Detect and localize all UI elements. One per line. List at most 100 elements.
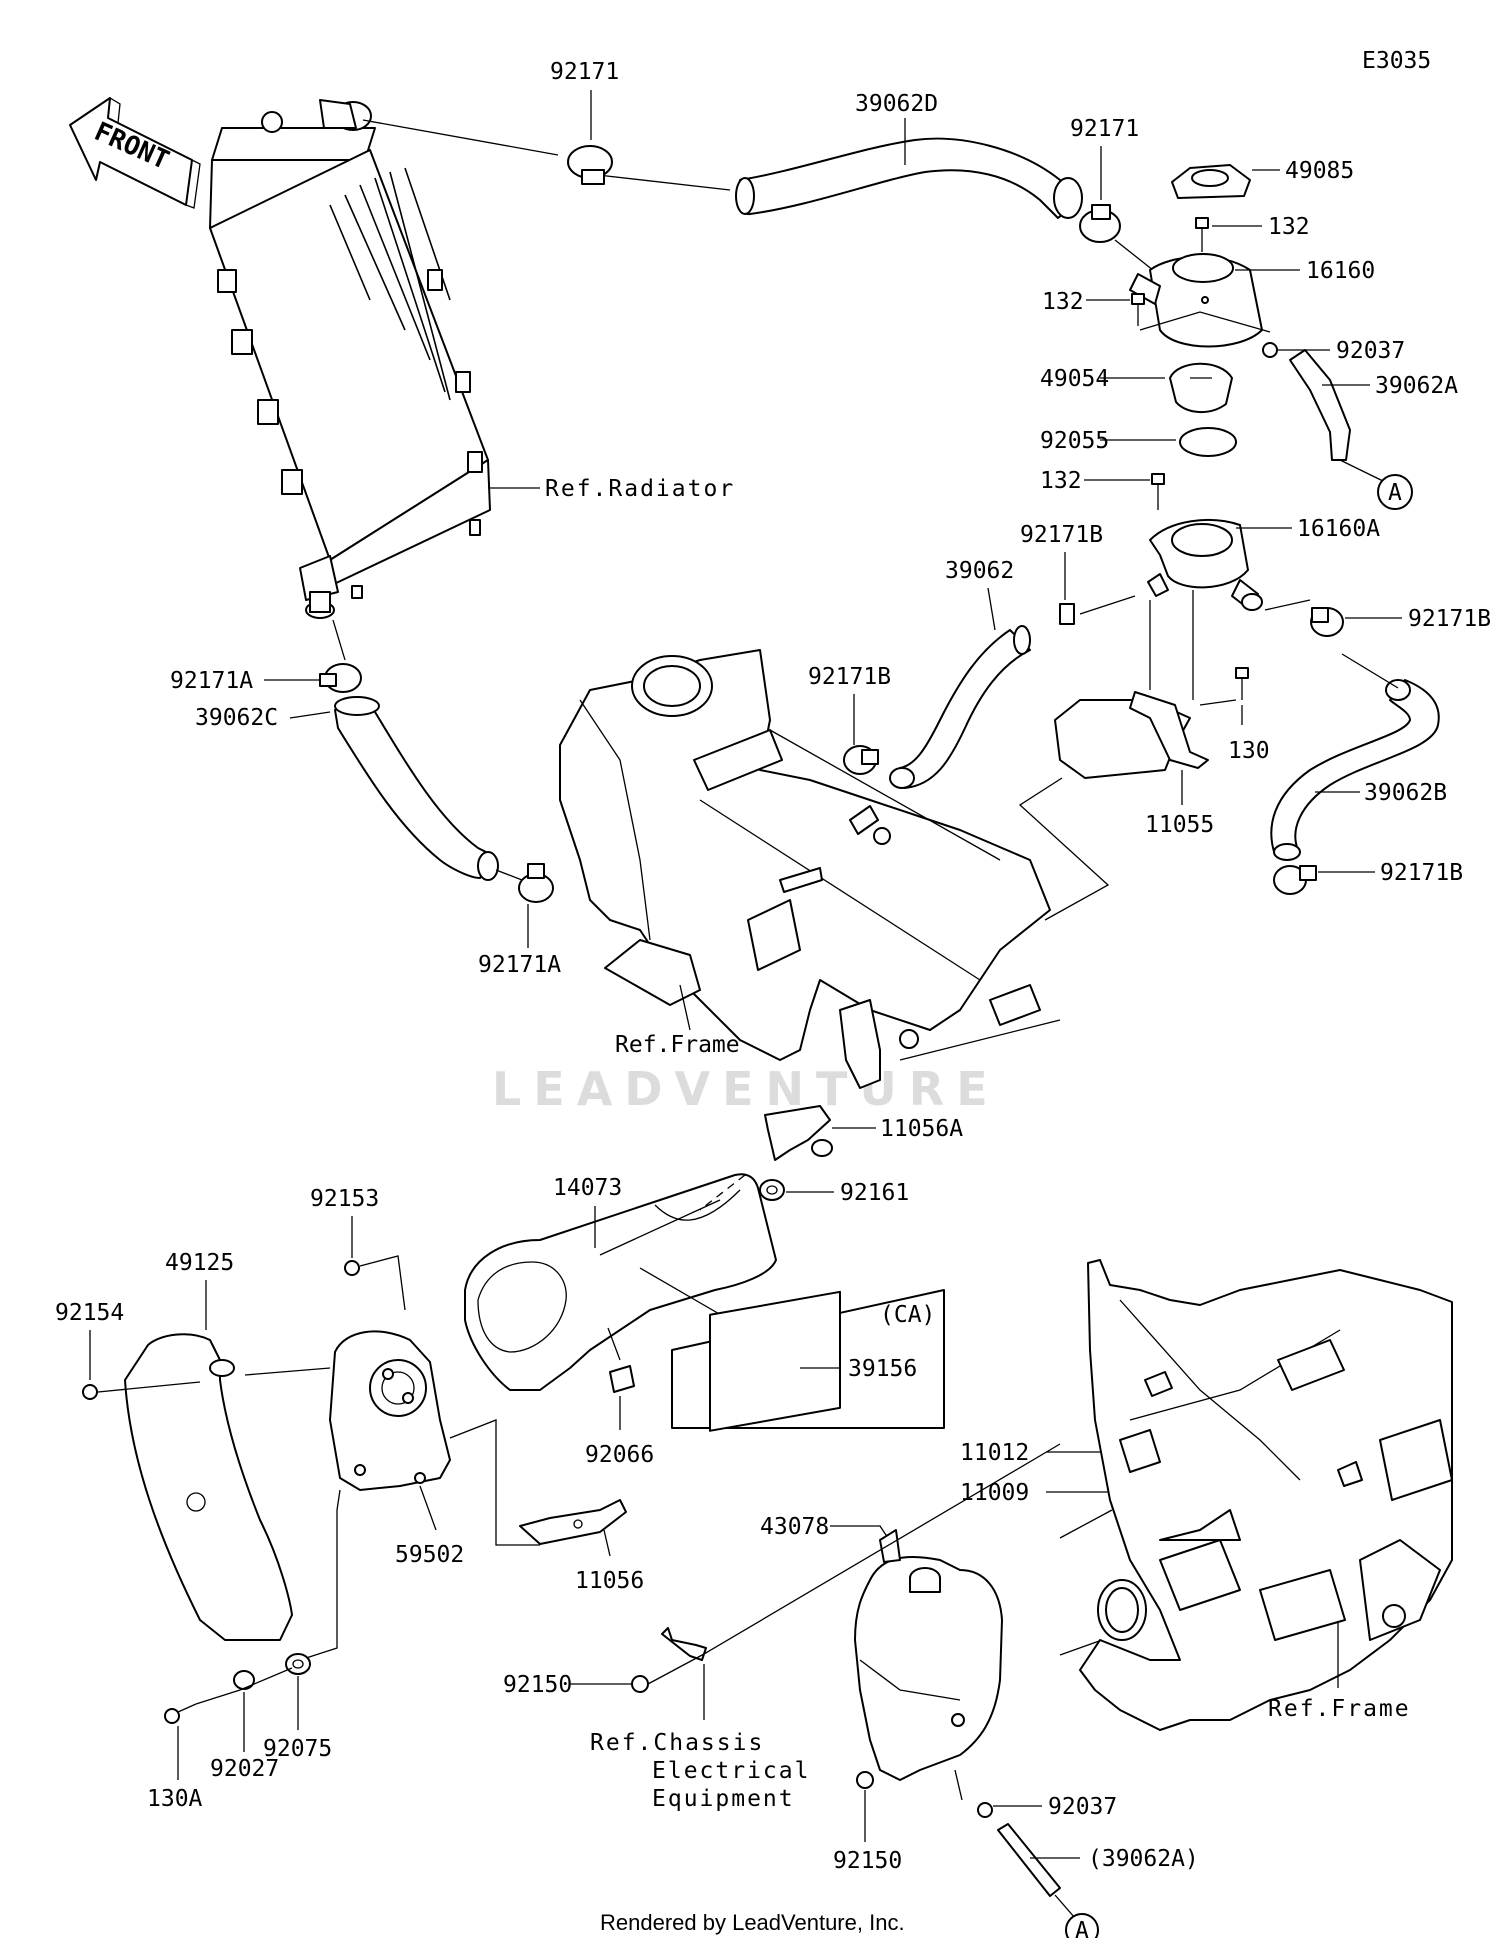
- callout-A-top: A: [1388, 480, 1402, 506]
- callout-39062: 39062: [945, 558, 1014, 584]
- hose-clamp-92171B-b: [843, 745, 879, 775]
- hose-clamp-92171-top: [567, 145, 613, 185]
- callout-92171B-b: 92171B: [808, 664, 891, 690]
- callout-132-b: 132: [1042, 289, 1084, 315]
- callout-43078: 43078: [760, 1514, 829, 1540]
- bolt-132-a: [1195, 217, 1209, 252]
- hose-clamp-92171B-c: [1310, 607, 1344, 637]
- screw-92150-b: [856, 1771, 874, 1789]
- bolt-130A: [164, 1703, 197, 1724]
- screw-92154: [82, 1384, 98, 1400]
- callout-132-c: 132: [1040, 468, 1082, 494]
- bolt-132-b: [1131, 293, 1145, 326]
- ref-frame-top-label: Ref.Frame: [615, 1032, 740, 1058]
- bracket-11056A: [764, 1105, 833, 1161]
- radiator: [209, 99, 491, 619]
- callout-11055: 11055: [1145, 812, 1214, 838]
- bracket-11056: [519, 1499, 627, 1545]
- radiator-cap: [1171, 164, 1251, 199]
- callout-92171B-a: 92171B: [1020, 522, 1103, 548]
- callout-11012: 11012: [960, 1440, 1029, 1466]
- callout-39156: 39156: [848, 1356, 917, 1382]
- callout-14073: 14073: [553, 1175, 622, 1201]
- callout-92171B-c: 92171B: [1408, 606, 1491, 632]
- callout-92066: 92066: [585, 1442, 654, 1468]
- reservoir-cover-49125: [124, 1333, 293, 1641]
- ref-chassis-line-3: Equipment: [652, 1786, 795, 1812]
- ref-chassis-line-1: Ref.Chassis: [590, 1730, 764, 1756]
- callout-59502: 59502: [395, 1542, 464, 1568]
- grommet-92066: [609, 1365, 635, 1393]
- callout-92153: 92153: [310, 1186, 379, 1212]
- thermostat-cover-16160: [1129, 253, 1263, 348]
- grommet-92161: [759, 1179, 785, 1201]
- callout-49054: 49054: [1040, 366, 1109, 392]
- watermark: LEADVENTURE: [492, 1062, 1000, 1116]
- callout-92150-a: 92150: [503, 1672, 572, 1698]
- callout-92027: 92027: [210, 1756, 279, 1782]
- hose-clamp-92171A-b: [518, 863, 554, 903]
- thermostat-49054: [1169, 362, 1233, 413]
- callout-92037-top: 92037: [1336, 338, 1405, 364]
- footer-credit: Rendered by LeadVenture, Inc.: [600, 1910, 905, 1935]
- callout-132-a: 132: [1268, 214, 1310, 240]
- bolt-92153: [344, 1260, 360, 1276]
- ref-frame-bottom-label: Ref.Frame: [1268, 1696, 1411, 1722]
- hose-clamp-92171-right: [1079, 204, 1121, 243]
- callout-39062C: 39062C: [195, 705, 278, 731]
- reservoir-tank-43078: [854, 1529, 1003, 1801]
- reservoir-lid-59502: [329, 1330, 451, 1491]
- bolt-130: [1235, 667, 1249, 700]
- callout-130A: 130A: [147, 1786, 203, 1812]
- hose-clamp-92171B-a: [1059, 603, 1075, 625]
- label-sticker-box: [671, 1289, 945, 1432]
- callout-92037-bottom: 92037: [1048, 1794, 1117, 1820]
- callout-A-bottom: A: [1075, 1918, 1089, 1938]
- bracket-11055: [1054, 691, 1209, 779]
- radiator-fins: [329, 167, 451, 401]
- callout-130: 130: [1228, 738, 1270, 764]
- hose-clamp-92171B-d: [1273, 865, 1317, 895]
- callout-16160: 16160: [1306, 258, 1375, 284]
- callout-92075: 92075: [263, 1736, 332, 1762]
- callout-39062A-paren: (39062A): [1088, 1846, 1199, 1872]
- grommet-92075: [285, 1653, 311, 1675]
- hose-clip-92037-top: [1262, 342, 1278, 358]
- chassis-bracket: [661, 1627, 707, 1661]
- thermostat-housing-16160A: [1147, 519, 1263, 611]
- diagram-code: E3035: [1362, 48, 1431, 74]
- callout-11056A: 11056A: [880, 1116, 963, 1142]
- callout-39062B: 39062B: [1364, 780, 1447, 806]
- ref-chassis-line-2: Electrical: [652, 1758, 810, 1784]
- callout-39062D: 39062D: [855, 91, 938, 117]
- screw-92150-a: [631, 1675, 649, 1693]
- frame-upper: [559, 649, 1061, 1089]
- ref-radiator-label: Ref.Radiator: [545, 476, 735, 502]
- callout-49125: 49125: [165, 1250, 234, 1276]
- callout-92154: 92154: [55, 1300, 124, 1326]
- frame-lower: [1079, 1259, 1453, 1731]
- callout-92150-b: 92150: [833, 1848, 902, 1874]
- callout-16160A: 16160A: [1297, 516, 1380, 542]
- front-arrow-icon: FRONT: [69, 97, 201, 209]
- callout-11009: 11009: [960, 1480, 1029, 1506]
- callout-92171-right: 92171: [1070, 116, 1139, 142]
- callout-92161: 92161: [840, 1180, 909, 1206]
- radiator-brackets: [217, 269, 483, 495]
- callout-92171B-d: 92171B: [1380, 860, 1463, 886]
- callout-49085: 49085: [1285, 158, 1354, 184]
- callout-92171A-a: 92171A: [170, 668, 253, 694]
- cover-14073: [464, 1173, 777, 1391]
- callout-92171A-b: 92171A: [478, 952, 561, 978]
- callout-39062A: 39062A: [1375, 373, 1458, 399]
- washer-92027: [233, 1670, 255, 1690]
- callout-92055: 92055: [1040, 428, 1109, 454]
- callout-CA: (CA): [880, 1302, 935, 1328]
- hose-clamp-92171A-a: [319, 663, 362, 693]
- callout-92171-top: 92171: [550, 59, 619, 85]
- callout-11056: 11056: [575, 1568, 644, 1594]
- hose-clip-92037-bottom: [977, 1802, 993, 1818]
- bolt-132-c: [1151, 473, 1165, 510]
